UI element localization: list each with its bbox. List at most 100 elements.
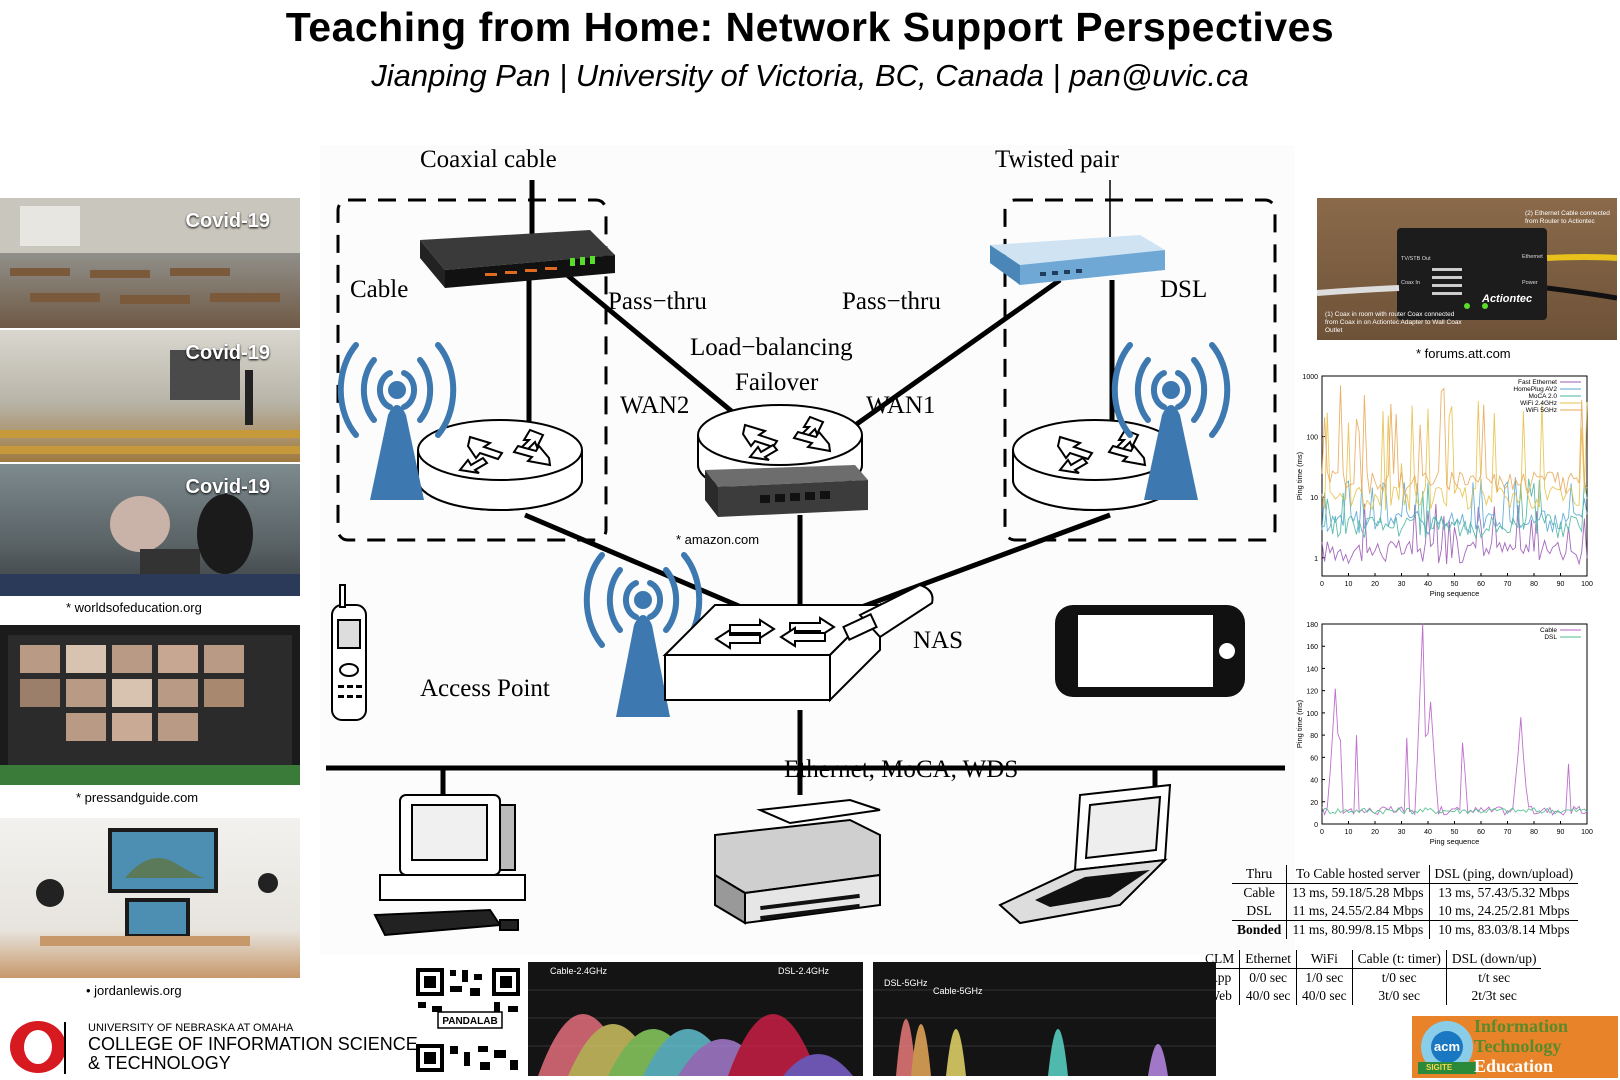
y-tick-label: 100 (1306, 435, 1318, 442)
table-header-cell: WiFi (1296, 950, 1353, 969)
wifi-channel-analyzer: Cable-2.4GHz DSL-2.4GHz DSL-5GHz Cable-5… (528, 962, 1216, 1076)
home-office-photo (0, 818, 300, 978)
actiontec-port-label: Ethernet (1522, 254, 1543, 260)
cable-modem-icon (420, 230, 615, 288)
qr-code: PANDALAB (414, 966, 522, 1074)
photo-caption-pressandguide: * pressandguide.com (76, 790, 199, 805)
printer-icon (714, 798, 881, 925)
table-cell: 11 ms, 80.99/8.15 Mbps (1286, 920, 1430, 939)
y-tick-label: 80 (1310, 733, 1318, 740)
dsl-modem-icon (990, 235, 1165, 285)
acm-label: acm (1434, 1039, 1461, 1054)
ethernet-moca-wds-label: Ethernet, MoCA, WDS (784, 756, 1019, 783)
table-cell: 13 ms, 59.18/5.28 Mbps (1286, 883, 1430, 902)
table-cell: 13 ms, 57.43/5.32 Mbps (1428, 883, 1579, 902)
ite-line2: Technology (1474, 1036, 1562, 1056)
photo-caption-worldsofeducation: * worldsofeducation.org (66, 600, 202, 615)
y-tick-label: 140 (1306, 666, 1318, 673)
cable-group-box (336, 198, 608, 542)
x-tick-label: 100 (1581, 581, 1593, 588)
series-line-1 (1321, 806, 1588, 815)
actiontec-power-label: Power (1522, 280, 1538, 286)
x-tick-label: 50 (1451, 581, 1459, 588)
legend-label: Fast Ethernet (1518, 379, 1557, 386)
video-call-photo (0, 625, 300, 785)
desktop-computer-icon (373, 794, 526, 937)
table-cell: Cable (1243, 885, 1275, 900)
sigite-logo: acm SIGITE Information Technology Educat… (1412, 1016, 1618, 1078)
table-header-cell: Thru (1232, 865, 1287, 884)
cordless-phone-icon (331, 584, 367, 721)
dsl-group-box (1003, 198, 1277, 542)
plot-area (1321, 623, 1588, 825)
actiontec-coax-label: Coax In (1401, 280, 1420, 286)
network-diagram (320, 145, 1295, 955)
x-tick-label: 10 (1345, 829, 1353, 836)
legend-label: HomePlug AV2 (1513, 386, 1557, 393)
ite-text: Information Technology Education (1474, 1016, 1568, 1076)
table-cell: t/t sec (1445, 968, 1542, 987)
table-cell: Bonded (1232, 920, 1287, 939)
covid-label: Covid-19 (185, 210, 270, 232)
cable-label: Cable (350, 276, 409, 303)
failover-label: Failover (735, 369, 819, 396)
covid-label: Covid-19 (185, 342, 270, 364)
table-cell: t/0 sec (1351, 968, 1447, 987)
y-tick-label: 100 (1306, 711, 1318, 718)
legend-label: WiFi 2.4GHz (1520, 400, 1557, 407)
y-axis-label: Ping time (ms) (1295, 699, 1304, 748)
table-header-cell: DSL (down/up) (1445, 950, 1542, 969)
y-tick-label: 0 (1314, 822, 1318, 829)
x-tick-label: 90 (1557, 581, 1565, 588)
qr-label: PANDALAB (442, 1016, 497, 1027)
y-tick-label: 180 (1306, 622, 1318, 629)
load-balancer-device-icon (705, 465, 868, 517)
x-tick-label: 30 (1398, 581, 1406, 588)
x-tick-label: 70 (1504, 829, 1512, 836)
table-cell: DSL (1246, 903, 1272, 918)
y-tick-label: 10 (1310, 495, 1318, 502)
table-header-cell: Cable (t: timer) (1351, 950, 1447, 969)
uno-line2: COLLEGE OF INFORMATION SCIENCE (88, 1034, 418, 1054)
uno-line3: & TECHNOLOGY (88, 1053, 231, 1073)
series-line-0 (1321, 503, 1588, 566)
amazon-caption: * amazon.com (676, 532, 760, 547)
laptop-icon (998, 783, 1172, 925)
x-tick-label: 60 (1477, 581, 1485, 588)
poster-subtitle: Jianping Pan | University of Victoria, B… (371, 58, 1249, 93)
table-cell: 10 ms, 83.03/8.14 Mbps (1428, 920, 1579, 939)
wifi-antenna-cable-icon (337, 342, 457, 438)
poster-title: Teaching from Home: Network Support Pers… (285, 4, 1335, 50)
x-tick-label: 50 (1451, 829, 1459, 836)
table-cell: 1/0 sec (1296, 968, 1353, 987)
legend-label: Cable (1540, 627, 1557, 634)
dsl-label: DSL (1160, 276, 1208, 303)
coaxial-cable-label: Coaxial cable (420, 146, 557, 173)
covid-label: Covid-19 (185, 476, 270, 498)
dsl-24ghz-tag: DSL-2.4GHz (778, 966, 830, 976)
home-learning-photo: Covid-19 (0, 464, 300, 596)
dsl-5ghz-tag: DSL-5GHz (884, 978, 928, 988)
classroom-photo-1: Covid-19 (0, 198, 300, 328)
x-tick-label: 100 (1581, 829, 1593, 836)
x-tick-label: 0 (1320, 581, 1324, 588)
table-cell: 0/0 sec (1239, 968, 1297, 987)
x-tick-label: 0 (1320, 829, 1324, 836)
legend-label: MoCA 2.0 (1528, 393, 1557, 400)
uno-college-text: UNIVERSITY OF NEBRASKA AT OMAHA COLLEGE … (88, 1022, 418, 1073)
wifi-antenna-dsl-icon (1111, 342, 1231, 438)
x-tick-label: 80 (1530, 581, 1538, 588)
legend-label: DSL (1544, 634, 1557, 641)
actiontec-note-ethernet: (2) Ethernet Cable connected from Router… (1525, 210, 1610, 225)
forums-caption: * forums.att.com (1416, 346, 1511, 361)
x-tick-label: 70 (1504, 581, 1512, 588)
y-tick-label: 40 (1310, 778, 1318, 785)
x-tick-label: 10 (1345, 581, 1353, 588)
wifi-5ghz-channel-arcs (896, 1019, 1168, 1076)
